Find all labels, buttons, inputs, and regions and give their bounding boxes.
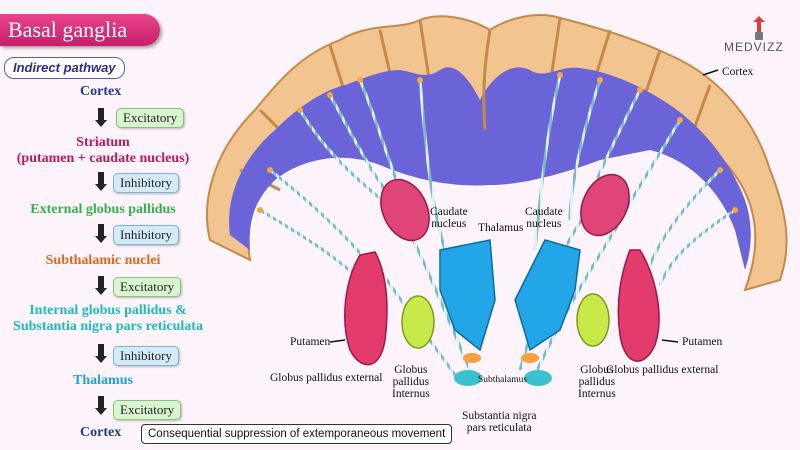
subtitle-banner: Indirect pathway [4, 57, 125, 79]
label-gpi-right-2: pallidus [578, 376, 616, 388]
globus-pallidus-right [576, 293, 610, 347]
medvizz-logo-icon [753, 16, 765, 40]
label-snr-2: pars reticulata [466, 422, 532, 434]
step-cortex: Cortex [80, 84, 122, 99]
globus-pallidus-left [401, 295, 435, 349]
putamen-right [617, 249, 660, 362]
down-arrow-icon [95, 396, 107, 415]
label-gpi-left-1: Globus [394, 364, 428, 376]
connector-tag: Excitatory [113, 277, 182, 297]
label-cortex: Cortex [722, 66, 754, 78]
connector-tag: Excitatory [113, 400, 182, 420]
title-banner: Basal ganglia [0, 14, 160, 46]
thalamus-left [439, 239, 496, 352]
step-gpi-line2: Substantia nigra pars reticulata [13, 319, 203, 334]
substantia-nigra-left [454, 370, 482, 386]
step-subthalamic-nuclei: Subthalamic nuclei [45, 253, 161, 268]
subthalamus-left [463, 353, 481, 363]
label-gpi-left-3: Internus [392, 388, 430, 400]
connector-tag: Inhibitory [113, 173, 179, 193]
page-title: Basal ganglia [8, 17, 128, 42]
down-arrow-icon [95, 108, 107, 127]
substantia-nigra-right [524, 370, 552, 386]
thalamus-right [514, 239, 581, 352]
label-caudate-right-1: Caudate [525, 206, 563, 218]
step-striatum: Striatum (putamen + caudate nucleus) [8, 135, 198, 167]
step-striatum-line2: (putamen + caudate nucleus) [16, 151, 190, 166]
caudate-nucleus-right [580, 173, 630, 237]
label-gpe-right: Globus pallidus external [606, 364, 719, 376]
step-internal-globus-pallidus: Internal globus pallidus & Substantia ni… [2, 303, 214, 335]
step-gpi-line1: Internal globus pallidus & [29, 303, 187, 318]
label-gpi-left-2: pallidus [392, 376, 430, 388]
subthalamus-right [521, 353, 539, 363]
label-putamen-right: Putamen [682, 336, 723, 348]
down-arrow-icon [95, 344, 107, 363]
label-caudate-left-2: nucleus [431, 218, 467, 230]
step-striatum-line1: Striatum [76, 135, 130, 150]
down-arrow-icon [95, 224, 107, 243]
step-thalamus: Thalamus [73, 373, 133, 388]
putamen-left [344, 251, 388, 366]
step-external-globus-pallidus: External globus pallidus [30, 202, 176, 217]
label-subthalamus: Subthalamus [478, 375, 528, 385]
caudate-nucleus-left [380, 178, 430, 242]
down-arrow-icon [95, 276, 107, 295]
label-gpi-right-3: Internus [578, 388, 616, 400]
connector-tag: Excitatory [116, 108, 185, 128]
step-cortex-return: Cortex [80, 425, 122, 440]
label-snr-1: Substantia nigra [462, 410, 537, 422]
connector-tag: Inhibitory [113, 346, 179, 366]
white-matter [229, 67, 751, 270]
down-arrow-icon [95, 172, 107, 191]
label-putamen-left: Putamen [290, 336, 331, 348]
suppression-note: Consequential suppression of extemporane… [141, 424, 453, 444]
label-caudate-right-2: nucleus [526, 218, 562, 230]
connector-tag: Inhibitory [113, 225, 179, 245]
label-caudate-left-1: Caudate [430, 206, 468, 218]
label-thalamus: Thalamus [478, 222, 524, 234]
label-gpi-right-1: Globus [580, 364, 614, 376]
label-gpe-left: Globus pallidus external [270, 372, 383, 384]
logo-text: MEDVIZZ [724, 40, 784, 54]
